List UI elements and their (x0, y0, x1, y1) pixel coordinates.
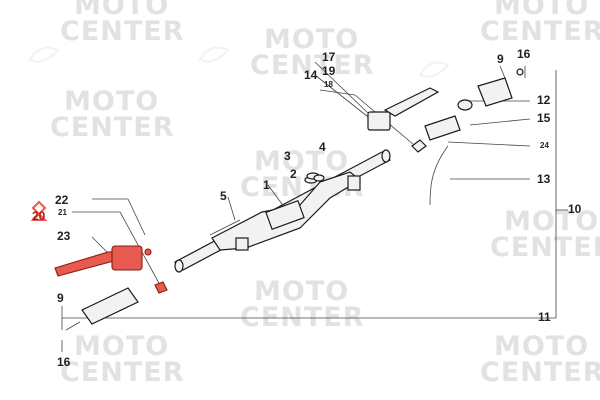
watermark-text: CENTER (490, 232, 600, 263)
part-label[interactable]: 16 (57, 355, 71, 369)
part-label[interactable]: 3 (284, 149, 291, 163)
watermark-text: CENTER (480, 16, 600, 47)
part-label[interactable]: 12 (537, 93, 551, 107)
part-label[interactable]: 14 (304, 68, 318, 82)
part-label[interactable]: 1 (263, 178, 270, 192)
part-label[interactable]: 4 (319, 140, 326, 154)
left-lever-bracket (154, 281, 168, 294)
watermark-text: MOTO (494, 331, 589, 362)
watermark-text: MOTO (264, 24, 359, 55)
watermark-text: MOTO (504, 206, 599, 237)
part-label[interactable]: 10 (568, 202, 582, 216)
right-switch-housing (367, 111, 391, 131)
leader-line-15 (469, 118, 531, 126)
end-cap (516, 68, 524, 76)
part-label[interactable]: 5 (220, 189, 227, 203)
leader-line-22b (127, 198, 146, 236)
watermark-text: MOTO (494, 0, 589, 21)
part-label[interactable]: 2 (290, 167, 297, 181)
part-label[interactable]: 13 (537, 172, 551, 186)
part-label[interactable]: 21 (58, 208, 67, 217)
throttle-tube (424, 115, 461, 141)
handlebar-bar-end-left (174, 259, 184, 273)
right-grip (477, 77, 513, 107)
support-clamp-left (235, 237, 249, 251)
leader-line-5 (227, 196, 236, 221)
handlebar-bar-end (381, 149, 391, 163)
leader-line-18 (319, 89, 356, 96)
part-labels: 17 19 14 18 9 16 12 15 24 13 10 3 4 2 1 … (32, 47, 582, 369)
left-lever-pivot (144, 248, 152, 256)
part-label[interactable]: 24 (540, 141, 549, 150)
throttle-cable (429, 145, 449, 206)
part-label[interactable]: 18 (324, 80, 333, 89)
right-control-assembly (367, 87, 440, 153)
leader-frame-right (555, 70, 568, 211)
bolt-5 (209, 219, 241, 236)
leader-line-9-top (499, 65, 506, 79)
part-label[interactable]: 9 (497, 52, 504, 66)
right-lever (383, 87, 440, 117)
part-label[interactable]: 22 (55, 193, 69, 207)
part-label[interactable]: 19 (322, 64, 336, 78)
left-grip (81, 287, 139, 325)
highlight-marker-20 (30, 200, 48, 221)
highlight-marker (30, 200, 48, 221)
watermark-text: MOTO (74, 331, 169, 362)
watermark-logo (198, 46, 230, 64)
left-grip-screw (65, 321, 81, 331)
leader-lines (61, 61, 568, 352)
support-clamp-right (347, 175, 361, 191)
watermark-text: CENTER (60, 16, 185, 47)
left-grip-assembly (65, 287, 139, 331)
support-block (265, 199, 305, 231)
watermark-logo (28, 46, 60, 64)
part-label[interactable]: 15 (537, 111, 551, 125)
part-label[interactable]: 11 (538, 310, 551, 324)
leader-line-24 (447, 141, 531, 147)
part-label[interactable]: 16 (517, 47, 531, 61)
watermark-logo (418, 61, 450, 79)
watermark-text: CENTER (50, 112, 175, 143)
leader-line-19 (314, 74, 373, 121)
part-label[interactable]: 23 (57, 229, 71, 243)
watermark-text: CENTER (250, 50, 375, 81)
watermark-logo-group (28, 46, 450, 79)
right-grip-ring (457, 99, 473, 111)
watermark-text: MOTO (254, 146, 349, 177)
leader-line-17 (314, 61, 371, 116)
left-lever-housing (111, 245, 143, 271)
left-lever-assembly (54, 245, 168, 294)
watermark-text: CENTER (240, 302, 365, 333)
washers (304, 172, 325, 184)
watermark-text: MOTO (254, 276, 349, 307)
washer-4 (313, 174, 325, 182)
part-label[interactable]: 17 (322, 50, 336, 64)
part-label-highlighted[interactable]: 20 (32, 209, 46, 223)
watermark-text: CENTER (60, 357, 185, 388)
watermark-text: MOTO (74, 0, 169, 21)
watermark-text: MOTO (64, 86, 159, 117)
right-grip-assembly (424, 68, 524, 206)
right-clamp (411, 139, 427, 153)
watermark-text: CENTER (480, 357, 600, 388)
handlebar-support (209, 171, 362, 251)
part-label[interactable]: 9 (57, 291, 64, 305)
